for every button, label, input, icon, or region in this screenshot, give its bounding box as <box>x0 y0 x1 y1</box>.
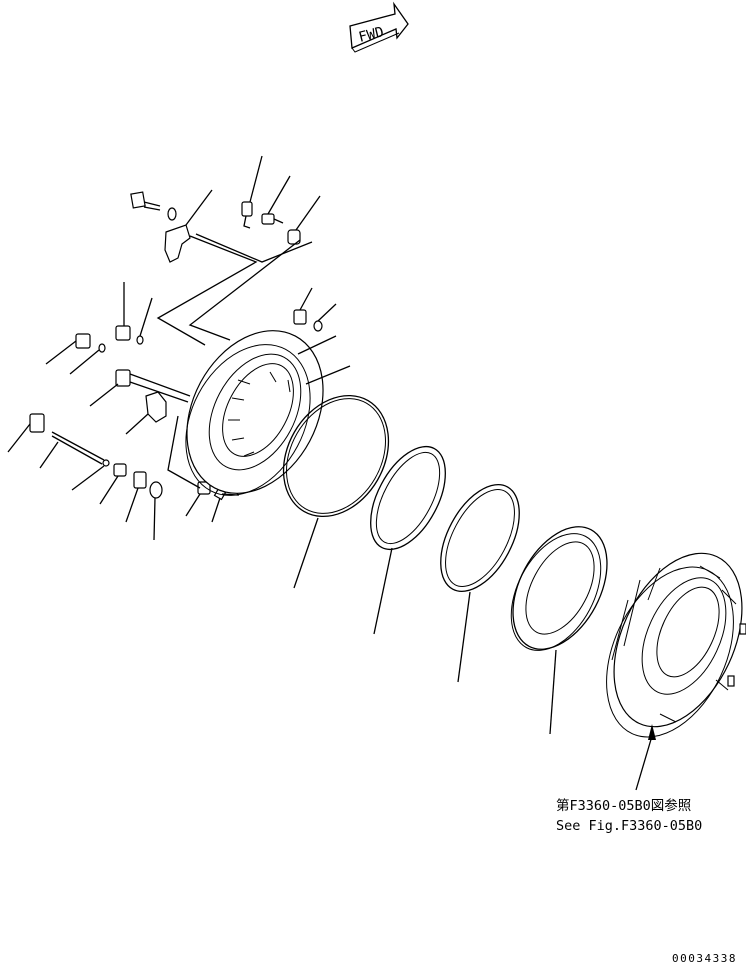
o-ring <box>282 394 390 589</box>
bracket-assembly <box>130 189 213 263</box>
reference-note-en: See Fig.F3360-05B0 <box>556 818 702 834</box>
small-parts-bottom-left <box>7 413 240 541</box>
drawing-number: 00034338 <box>672 952 737 965</box>
plug-right <box>293 287 337 332</box>
ring-1 <box>370 445 446 635</box>
pipe-lines <box>156 233 313 346</box>
outer-housing <box>606 552 746 738</box>
reference-note-jp: 第F3360-05B0図参照 <box>556 797 691 814</box>
retainer-plate <box>510 526 608 735</box>
fwd-arrow: FWD <box>349 1 409 53</box>
bearing-carrier <box>185 330 351 496</box>
ring-2 <box>440 483 520 683</box>
clamp <box>125 391 167 435</box>
plug-left-upper <box>45 282 153 375</box>
fwd-label: FWD <box>357 24 385 46</box>
reference-arrow <box>635 724 656 791</box>
bolt-left <box>89 369 191 407</box>
fitting-parts-top <box>241 155 321 245</box>
